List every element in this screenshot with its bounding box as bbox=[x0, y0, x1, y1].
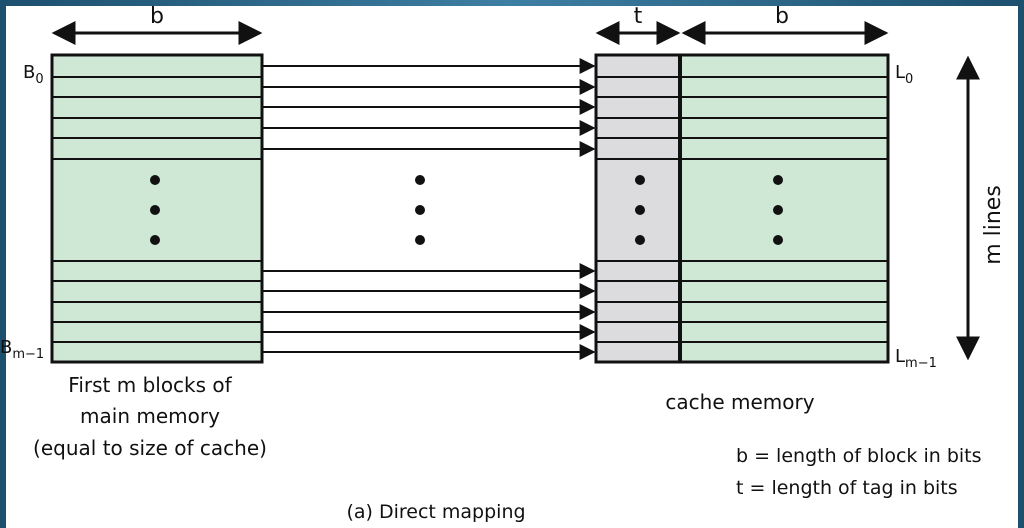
main-memory-caption-line-2: main memory bbox=[80, 404, 220, 428]
cache-ellipsis bbox=[635, 175, 783, 245]
main-memory-ellipsis bbox=[150, 175, 160, 245]
legend: b = length of block in bits t = length o… bbox=[736, 445, 982, 499]
main-memory-box bbox=[50, 53, 264, 364]
block-last-label: Bm−1 bbox=[0, 337, 44, 362]
mapping-arrows bbox=[262, 58, 596, 360]
figure-caption: (a) Direct mapping bbox=[346, 501, 525, 523]
cache-line-column bbox=[678, 53, 890, 364]
m-lines-label: m lines bbox=[981, 185, 1006, 265]
cache-memory bbox=[594, 53, 890, 364]
mapping-ellipsis bbox=[415, 175, 425, 245]
line-first-label: L0 bbox=[895, 62, 913, 87]
legend-t: t = length of tag in bits bbox=[736, 477, 958, 499]
main-memory-caption: First m blocks of main memory (equal to … bbox=[33, 373, 267, 460]
block-first-label: B0 bbox=[23, 62, 44, 87]
legend-b: b = length of block in bits bbox=[736, 445, 982, 467]
block-width-label: b bbox=[150, 4, 164, 29]
cache-memory-caption: cache memory bbox=[665, 390, 814, 414]
line-width-label: b bbox=[775, 4, 789, 29]
line-last-label: Lm−1 bbox=[895, 346, 937, 371]
main-memory-rows bbox=[52, 76, 262, 343]
tag-width-label: t bbox=[634, 4, 643, 29]
main-memory-caption-line-1: First m blocks of bbox=[68, 373, 232, 397]
cache-rows bbox=[596, 76, 888, 343]
main-memory bbox=[50, 53, 264, 364]
main-memory-caption-line-3: (equal to size of cache) bbox=[33, 436, 267, 460]
